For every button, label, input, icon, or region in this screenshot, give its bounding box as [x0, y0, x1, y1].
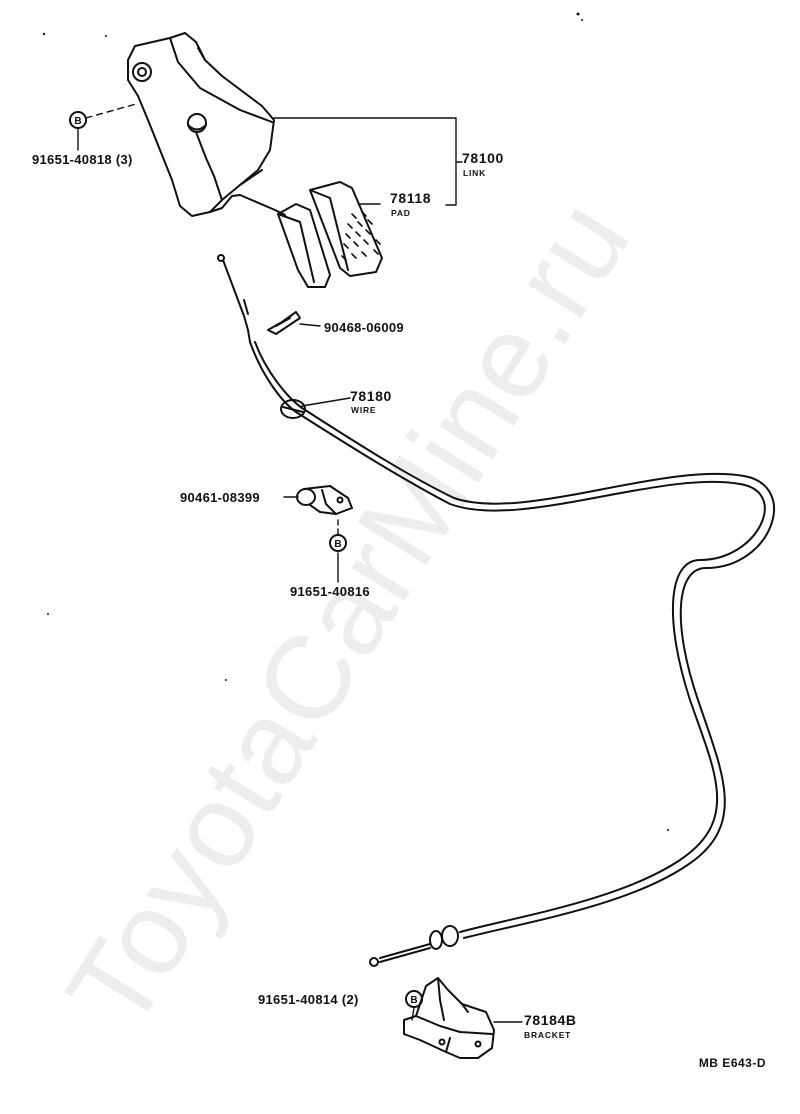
bracket-part-name: BRACKET: [524, 1030, 572, 1040]
clip-part: [267, 311, 301, 335]
pad-part-name: PAD: [391, 208, 411, 218]
link-part-name: LINK: [463, 168, 487, 178]
bolt-symbol-bracket: [405, 990, 423, 1008]
clamp-part-number: 90461-08399: [180, 490, 260, 505]
link-part-number: 78100: [462, 150, 504, 166]
bracket-part: [403, 977, 495, 1059]
bolt-bracket-number: 91651-40814: [258, 992, 338, 1007]
accelerator-wire-part: [217, 254, 775, 967]
bolt-link-number: 91651-40818: [32, 152, 112, 167]
bolt-symbol-label: B: [334, 539, 341, 550]
bolt-symbol-link: [69, 111, 87, 129]
wire-part-name: WIRE: [351, 405, 377, 415]
clamp-part: [296, 485, 353, 515]
pad-part-number: 78118: [390, 190, 432, 206]
bolt-symbol-clamp: [329, 534, 347, 552]
accelerator-link-part: [127, 32, 286, 217]
accelerator-pad-part: [277, 181, 383, 288]
bolt-link-qty: (3): [115, 152, 133, 167]
bolt-clamp-number: 91651-40816: [290, 584, 370, 599]
diagram-code: MB E643-D: [698, 1056, 766, 1070]
wire-part-number: 78180: [350, 388, 392, 404]
bolt-bracket-label: 91651-40814 (2): [258, 992, 359, 1007]
bolt-link-label: 91651-40818 (3): [32, 152, 133, 167]
bracket-part-number: 78184B: [524, 1012, 577, 1028]
clip-part-number: 90468-06009: [324, 320, 404, 335]
bolt-bracket-qty: (2): [341, 992, 359, 1007]
bolt-symbol-label: B: [74, 116, 81, 127]
bolt-symbol-label: B: [410, 995, 417, 1006]
